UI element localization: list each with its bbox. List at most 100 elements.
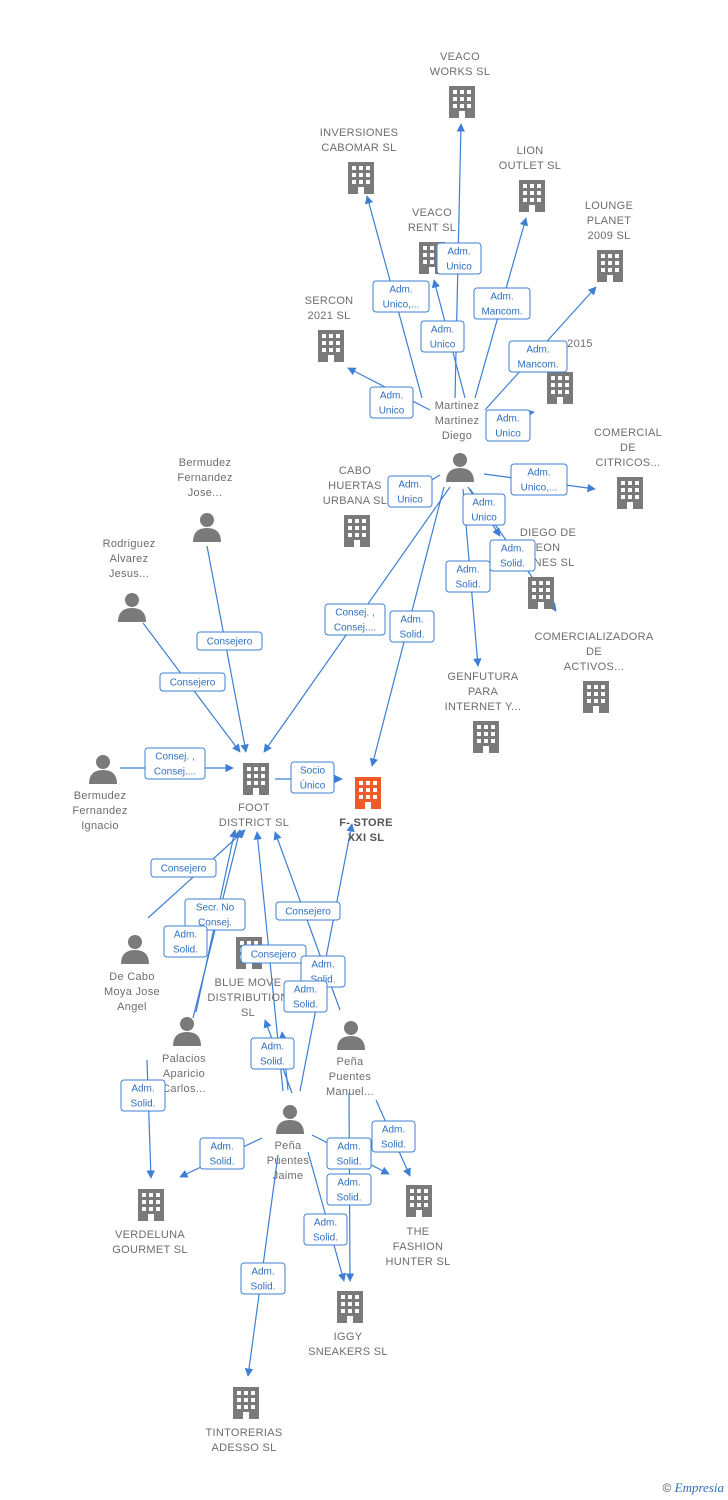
edge-label-ppj-to-foot[interactable]: Consejero [240,944,307,964]
edge-label-text: Adm. [447,247,470,258]
node-label: URBANA SL [323,495,387,507]
edge-label-ppj-to-blue[interactable]: Adm.Solid. [283,980,328,1013]
node-label: Martinez [435,400,480,412]
edge-label-text: Unico [495,429,521,440]
node-label: CABO [339,465,372,477]
node-label: LION [517,145,544,157]
edge-label-mmd-to-lounge[interactable]: Adm.Mancom. [508,340,568,373]
person-node-ppm[interactable]: PeñaPuentesManuel... [326,1021,374,1098]
brand-logo[interactable]: Empresia [674,1480,724,1495]
edge-label-text: Adm. [496,414,519,425]
node-label: COMERCIAL [594,427,662,439]
node-label: XXI SL [348,832,385,844]
person-icon [193,513,221,542]
edge-label-ppm-to-iggy[interactable]: Adm.Solid. [326,1173,372,1206]
edge-label-text: Adm. [337,1178,360,1189]
edge-label-mmd-to-diego_de[interactable]: Adm.Unico [462,493,506,526]
edge-label-text: Mancom. [517,360,558,371]
node-label: SERCON [305,295,354,307]
node-label: IGGY [334,1331,363,1343]
company-node-comercializadora[interactable]: COMERCIALIZADORADEACTIVOS... [534,631,654,713]
edge-label-dcm-to-verdeluna[interactable]: Adm.Solid. [120,1079,166,1112]
edge-label-mmd-to-cabo_huertas[interactable]: Adm.Unico [387,475,433,508]
edge-label-text: Consej.... [334,623,376,634]
edge-label-ppj-to-tintorerias[interactable]: Adm.Solid. [240,1262,286,1295]
edge-label-pac-to-blue[interactable]: Adm.Solid. [163,925,208,958]
edge-label-mmd-to-veaco_works[interactable]: Adm.Unico [436,242,482,275]
edge-label-box [120,1079,166,1112]
edge-label-box [326,1137,372,1170]
company-node-comercial_citricos[interactable]: COMERCIALDECITRICOS... [594,427,662,509]
edge-label-mmd-to-foot[interactable]: Consej. ,Consej.... [324,603,386,636]
edge-label-box [150,858,217,878]
edge-label-ppj-to-fstore[interactable]: Adm.Solid. [300,955,346,988]
node-label: DISTRICT SL [219,817,289,829]
node-label: Ignacio [81,820,119,832]
node-label: SNEAKERS SL [308,1346,388,1358]
edge-label-text: Mancom. [481,307,522,318]
building-icon [583,681,609,713]
edge-label-mmd-to-c2015[interactable]: Adm. Unico [485,409,531,442]
edge-label-ppj-to-fashion[interactable]: Adm.Solid. [326,1137,372,1170]
edge-label-mmd-to-fstore[interactable]: Adm. Solid. [389,610,435,643]
person-node-bfj[interactable]: BermudezFernandezJose... [177,457,232,542]
edge-label-text: Solid. [399,630,424,641]
company-node-c2015[interactable]: 2015 [547,338,593,404]
edge-label-text: Unico,... [521,483,558,494]
person-node-pac[interactable]: PalaciosAparicioCarlos... [162,1017,206,1095]
edge-label-mmd-to-lion[interactable]: Adm.Mancom. [473,287,531,320]
person-node-raj[interactable]: RodriguezAlvarezJesus... [103,538,156,622]
edge-label-raj-to-foot[interactable]: Consejero [159,672,226,692]
edge-label-dcm-to-foot[interactable]: Consejero [150,858,217,878]
node-label: CABOMAR SL [321,142,396,154]
edge-label-bfi-to-foot[interactable]: Consej. ,Consej.... [144,747,206,780]
edge-label-box [387,475,433,508]
company-node-iggy[interactable]: IGGY SNEAKERS SL [308,1291,388,1358]
node-label: Fernandez [177,472,232,484]
building-icon [473,721,499,753]
edge-label-mmd-to-genfutura[interactable]: Adm.Solid. [445,560,491,593]
edge-label-text: Secr. No [196,903,235,914]
edge-label-ppm-to-foot[interactable]: Consejero [275,901,341,921]
edge-label-bfj-to-foot[interactable]: Consejero [196,631,263,651]
edge-label-text: Solid. [381,1140,406,1151]
edge-label-mmd-to-sercon[interactable]: Adm.Unico [369,386,414,419]
edge-label-box [275,901,341,921]
edge-label-ppj-to-iggy[interactable]: Adm.Solid. [303,1213,348,1246]
edge-label-mmd-to-comercializadora[interactable]: Adm.Solid. [489,539,536,572]
edge-label-text: Adm. [400,615,423,626]
edge-label-ppj-to-blue[interactable]: Adm.Solid. [250,1037,295,1070]
edge-label-text: Adm. [431,325,454,336]
edge-label-text: Consejero [170,678,216,689]
building-icon [344,515,370,547]
edge-label-text: Solid. [250,1282,275,1293]
edge-label-mmd-to-veaco_rent[interactable]: Adm.Unico [420,320,465,353]
edge-label-text: Consejero [207,637,253,648]
edge-label-ppm-to-fashion[interactable]: Adm.Solid. [371,1120,416,1153]
edge-label-mmd-to-inversiones[interactable]: Adm.Unico,... [372,280,430,313]
edge-label-mmd-to-comercial_citricos[interactable]: Adm.Unico,... [510,463,568,496]
edge-label-ppj-to-verdeluna[interactable]: Adm.Solid. [199,1137,245,1170]
edge-label-box [489,539,536,572]
edge-label-box [371,1120,416,1153]
